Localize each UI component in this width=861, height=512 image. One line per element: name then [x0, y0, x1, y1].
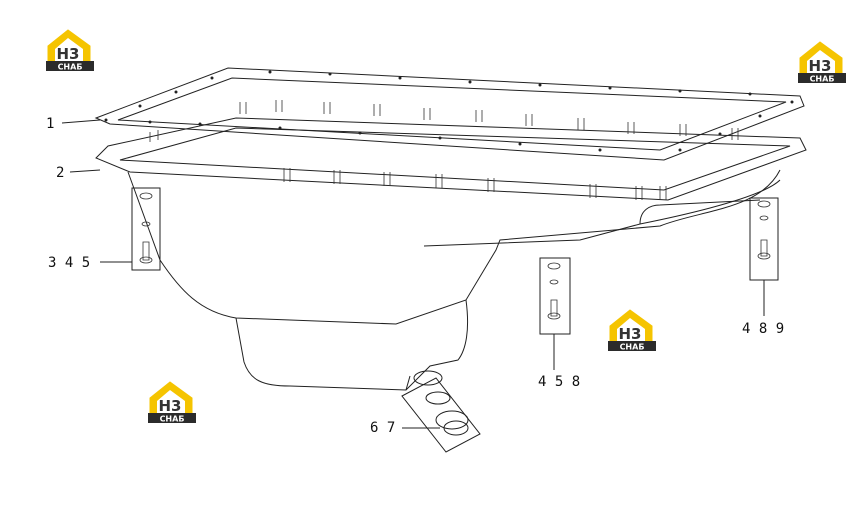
fastener-box-middle [539, 257, 571, 335]
callout-1: 1 [46, 116, 54, 132]
watermark-mark: H3 [809, 57, 832, 75]
callout-3-4-5: 3 4 5 [48, 255, 90, 271]
fastener-box-right [749, 197, 779, 281]
watermark-mark: H3 [159, 397, 182, 415]
watermark-sub: CHAБ [810, 75, 835, 84]
watermark-logo-bottom-left: H3 CHAБ [147, 381, 197, 424]
callout-2: 2 [56, 165, 64, 181]
callout-4-5-8: 4 5 8 [538, 374, 580, 390]
watermark-logo-top-right: H3 CHAБ [797, 41, 847, 84]
watermark-mark: H3 [619, 325, 642, 343]
watermark-logo-center: H3 CHAБ [607, 309, 657, 352]
watermark-logo-top-left: H3 CHAБ [45, 29, 95, 72]
watermark-mark: H3 [57, 45, 80, 63]
drain-plug-box [401, 377, 481, 453]
watermark-sub: CHAБ [620, 343, 645, 352]
fastener-box-left [131, 187, 161, 271]
watermark-sub: CHAБ [58, 63, 83, 72]
watermark-sub: CHAБ [160, 415, 185, 424]
oil-pan-part [95, 100, 807, 436]
gasket-part [94, 67, 805, 161]
callout-6-7: 6 7 [370, 420, 395, 436]
callout-4-8-9: 4 8 9 [742, 321, 784, 337]
leader-lines [61, 119, 765, 429]
